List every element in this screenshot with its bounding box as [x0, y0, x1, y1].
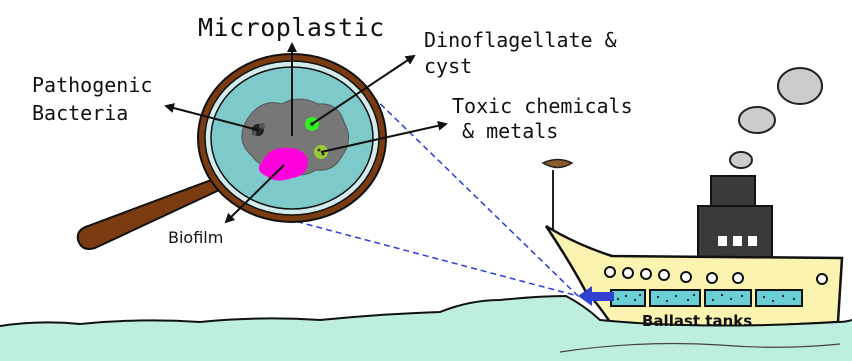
label-dinoflagellate: Dinoflagellate &: [424, 28, 617, 52]
label-cyst: cyst: [424, 54, 472, 78]
label-toxic-chemicals: Toxic chemicals: [452, 94, 633, 118]
smoke-puff: [778, 68, 822, 104]
label-bacteria: Bacteria: [32, 101, 128, 125]
ballast-tank: [756, 290, 802, 306]
label-metals: & metals: [462, 119, 558, 143]
ship-mast: [543, 160, 572, 233]
smoke-group: [730, 68, 822, 168]
label-ballast-tanks: Ballast tanks: [642, 312, 752, 330]
ballast-tanks: [611, 290, 802, 306]
smoke-puff: [739, 107, 775, 133]
label-pathogenic: Pathogenic: [32, 73, 152, 97]
label-biofilm: Biofilm: [168, 228, 223, 247]
ship-funnel: [711, 176, 755, 206]
smoke-puff: [730, 152, 752, 168]
ballast-tank: [705, 290, 751, 306]
label-microplastic: Microplastic: [198, 13, 385, 42]
ballast-tank: [611, 290, 645, 306]
